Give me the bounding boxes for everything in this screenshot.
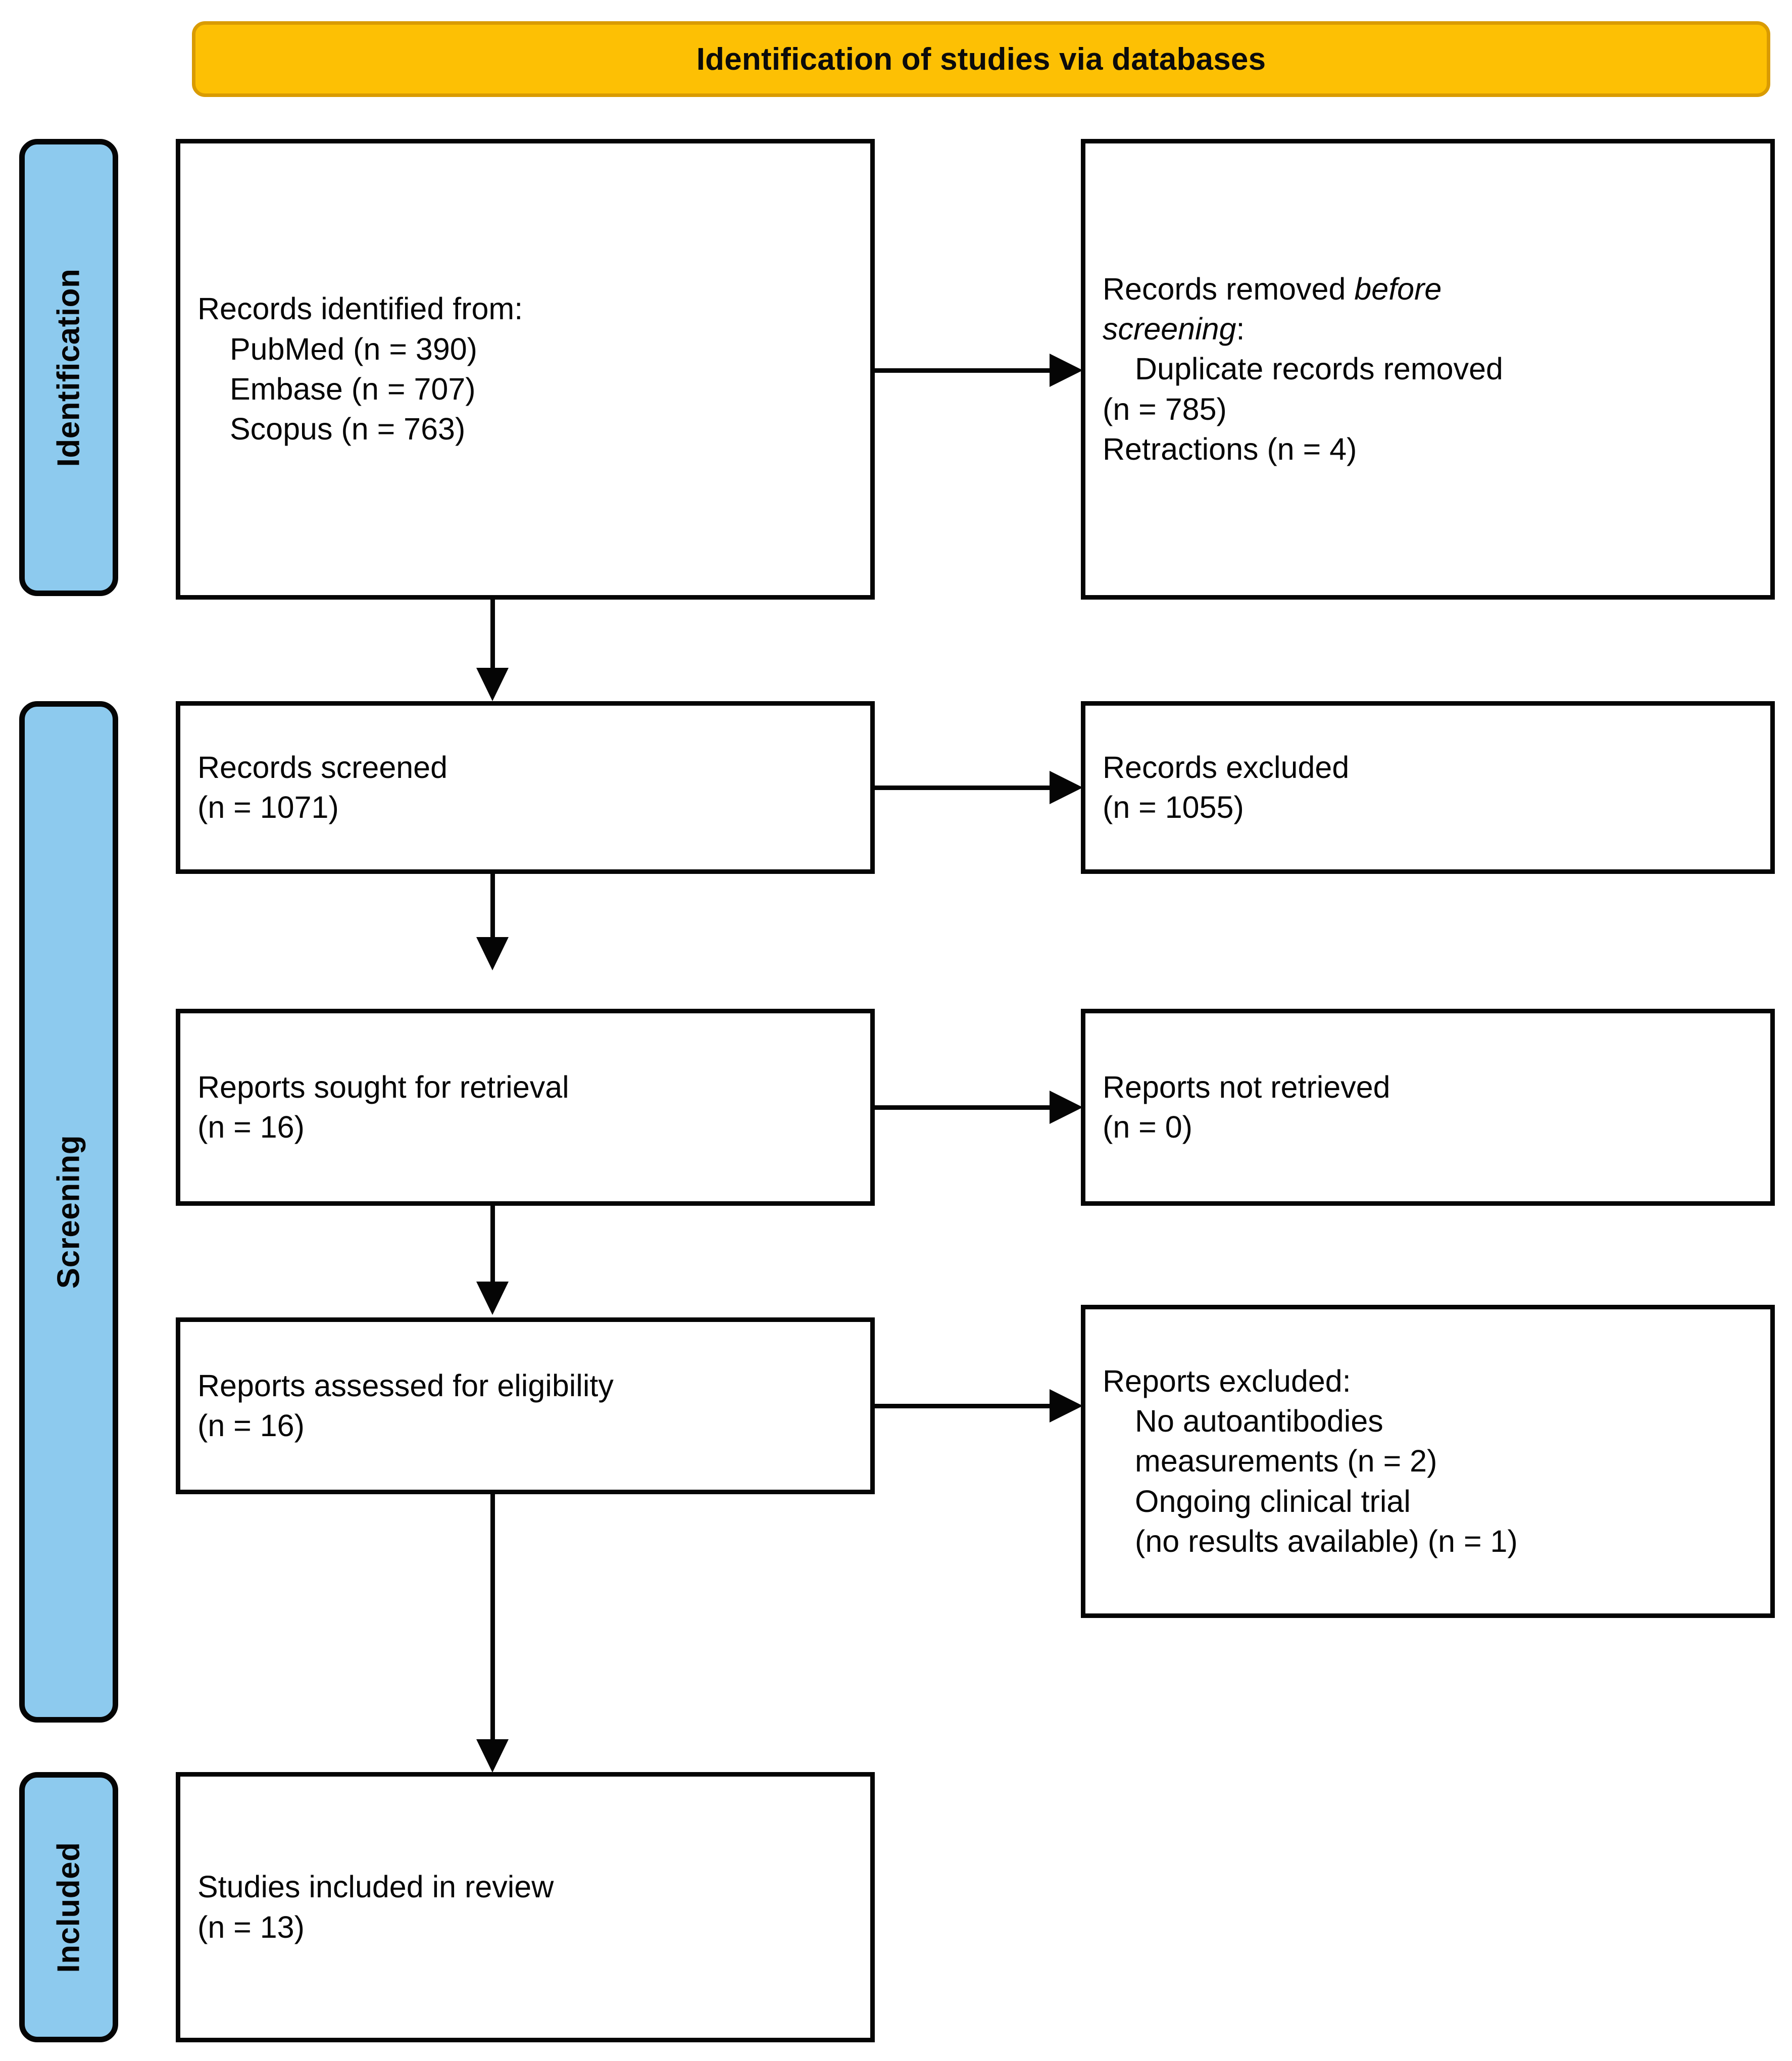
box-studies-included: Studies included in review (n = 13) [176,1772,875,2042]
arrow-screened-to-excluded-line [875,786,1052,790]
box-reports-excluded: Reports excluded: No autoantibodies meas… [1081,1305,1775,1618]
records-removed-text-colon: : [1236,312,1245,347]
studies-included-line-0: Studies included in review [197,1870,554,1904]
diagram-header-title: Identification of studies via databases [696,41,1266,77]
records-removed-line-1: screening: [1103,309,1753,349]
arrow-sought-to-not-retrieved-head [1050,1091,1083,1124]
arrow-identified-to-removed-line [875,368,1052,373]
diagram-header-banner: Identification of studies via databases [192,21,1770,97]
records-removed-line-duplicates-count: (n = 785) [1103,391,1227,426]
records-removed-line-duplicates: Duplicate records removed [1135,352,1503,386]
stage-rail-identification-label: Identification [51,268,86,467]
stage-rail-included-label: Included [51,1842,86,1973]
arrow-assessed-to-reports-excluded-head [1050,1389,1083,1422]
arrow-screened-to-sought-head [476,937,509,970]
arrow-sought-to-assessed-head [476,1282,509,1315]
records-identified-line-0: Records identified from: [197,291,523,326]
records-excluded-line-0: Records excluded [1103,750,1350,784]
records-removed-text-screening: screening [1103,312,1236,347]
records-screened-line-1: (n = 1071) [197,790,339,824]
stage-rail-included: Included [19,1772,118,2042]
reports-excluded-line-no-results: (no results available) (n = 1) [1135,1524,1518,1558]
arrow-assessed-to-included-head [476,1739,509,1773]
records-screened-line-0: Records screened [197,750,448,784]
box-records-identified: Records identified from: PubMed (n = 390… [176,139,875,600]
reports-sought-line-0: Reports sought for retrieval [197,1069,569,1104]
box-records-screened: Records screened (n = 1071) [176,701,875,874]
arrow-screened-to-excluded-head [1050,771,1083,804]
records-excluded-line-1: (n = 1055) [1103,790,1244,824]
arrow-assessed-to-included-line [490,1494,495,1742]
records-identified-line-embase: Embase (n = 707) [230,372,476,406]
box-reports-not-retrieved: Reports not retrieved (n = 0) [1081,1009,1775,1206]
reports-excluded-line-0: Reports excluded: [1103,1363,1351,1398]
reports-assessed-line-0: Reports assessed for eligibility [197,1368,614,1403]
arrow-sought-to-assessed-line [490,1206,495,1284]
box-reports-sought: Reports sought for retrieval (n = 16) [176,1009,875,1206]
box-records-removed-before-screening: Records removed before screening: Duplic… [1081,139,1775,600]
box-records-excluded: Records excluded (n = 1055) [1081,701,1775,874]
arrow-screened-to-sought-line [490,874,495,940]
reports-excluded-line-ongoing-trial: Ongoing clinical trial [1135,1484,1411,1518]
reports-not-retrieved-line-1: (n = 0) [1103,1110,1192,1144]
records-removed-text-a: Records removed [1103,271,1355,306]
arrow-identified-to-removed-head [1050,354,1083,387]
reports-sought-line-1: (n = 16) [197,1110,305,1144]
reports-not-retrieved-line-0: Reports not retrieved [1103,1069,1390,1104]
reports-excluded-line-measurements: measurements (n = 2) [1135,1444,1437,1479]
stage-rail-screening: Screening [19,701,118,1723]
arrow-identified-to-screened-head [476,668,509,701]
arrow-assessed-to-reports-excluded-line [875,1404,1052,1408]
records-removed-text-before: before [1354,271,1442,306]
arrow-identified-to-screened-line [490,600,495,670]
stage-rail-screening-label: Screening [51,1135,86,1289]
stage-rail-identification: Identification [19,139,118,596]
records-removed-line-0: Records removed before [1103,269,1753,309]
arrow-sought-to-not-retrieved-line [875,1105,1052,1110]
records-identified-line-scopus: Scopus (n = 763) [230,412,466,447]
reports-assessed-line-1: (n = 16) [197,1408,305,1443]
records-removed-line-retractions: Retractions (n = 4) [1103,431,1357,466]
reports-excluded-line-no-autoantibodies: No autoantibodies [1135,1404,1383,1439]
records-identified-line-pubmed: PubMed (n = 390) [230,331,477,366]
box-reports-assessed: Reports assessed for eligibility (n = 16… [176,1317,875,1494]
studies-included-line-1: (n = 13) [197,1909,305,1944]
